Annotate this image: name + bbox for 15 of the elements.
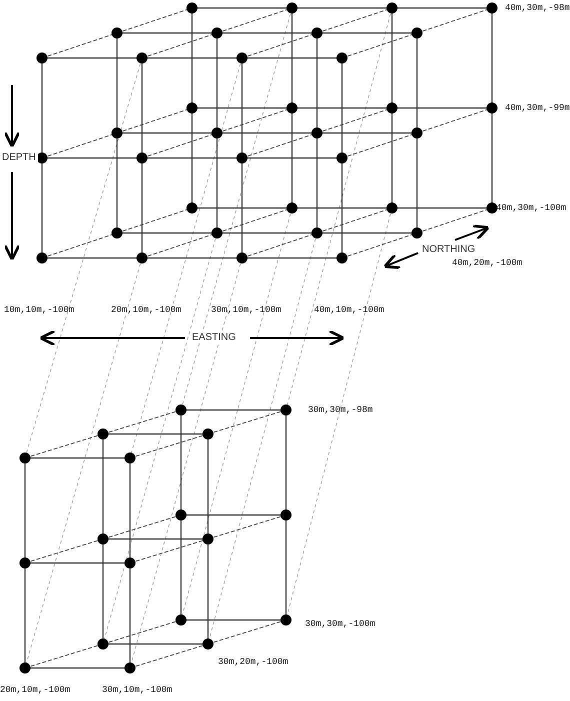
- coordinate-label: 40m,30m,-99m: [505, 103, 570, 114]
- axis-label: DEPTH: [0, 152, 38, 163]
- coordinate-label: 30m,30m,-100m: [305, 619, 376, 630]
- coordinate-label: 30m,10m,-100m: [102, 685, 172, 696]
- coordinate-label: 20m,10m,-100m: [0, 685, 70, 696]
- coordinate-label: 40m,30m,-98m: [505, 3, 570, 14]
- coordinate-label: 20m,10m,-100m: [111, 305, 182, 316]
- coordinate-label: 10m,10m,-100m: [4, 305, 74, 316]
- axis-label: EASTING: [190, 332, 238, 343]
- coordinate-label: 40m,20m,-100m: [452, 258, 522, 269]
- coordinate-label: 40m,10m,-100m: [314, 305, 384, 316]
- coordinate-label: 30m,20m,-100m: [218, 657, 288, 668]
- axis-label: NORTHING: [420, 244, 478, 255]
- coordinate-label: 30m,30m,-98m: [308, 405, 373, 416]
- coordinate-label: 30m,10m,-100m: [211, 305, 282, 316]
